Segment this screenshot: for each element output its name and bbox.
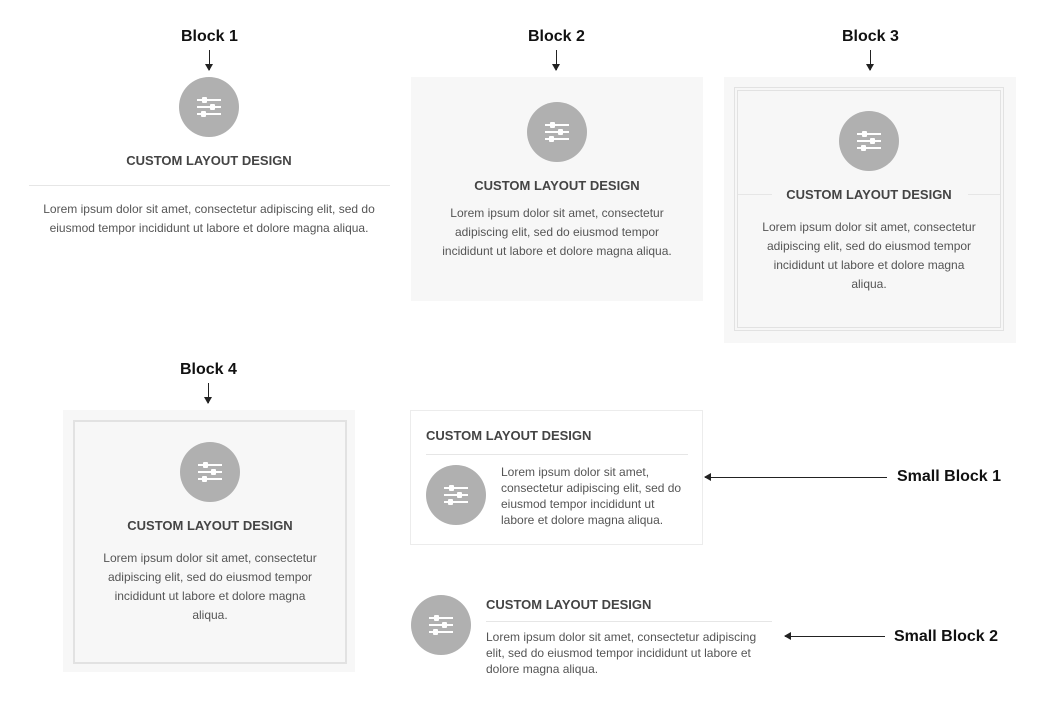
block-2-title: CUSTOM LAYOUT DESIGN: [474, 178, 640, 193]
block-1-title: CUSTOM LAYOUT DESIGN: [126, 153, 292, 168]
arrow-block-2: [552, 50, 560, 71]
label-block-2: Block 2: [528, 28, 585, 45]
sliders-icon: [180, 442, 240, 502]
small-block-1-divider: [426, 454, 688, 455]
arrow-small-block-2: [784, 632, 885, 640]
sliders-icon: [527, 102, 587, 162]
block-3-title: CUSTOM LAYOUT DESIGN: [786, 187, 952, 202]
small-block-1-title: CUSTOM LAYOUT DESIGN: [426, 428, 592, 443]
block-3: CUSTOM LAYOUT DESIGN Lorem ipsum dolor s…: [724, 77, 1016, 343]
block-4-text: Lorem ipsum dolor sit amet, consectetur …: [103, 551, 317, 622]
sliders-icon: [411, 595, 471, 655]
label-block-1: Block 1: [181, 28, 238, 45]
sliders-icon: [426, 465, 486, 525]
block-4-title: CUSTOM LAYOUT DESIGN: [127, 518, 293, 533]
block-1-text: Lorem ipsum dolor sit amet, consectetur …: [43, 202, 375, 235]
block-3-inner-frame: [737, 90, 1001, 328]
arrow-block-4: [204, 383, 212, 404]
label-small-block-2: Small Block 2: [894, 628, 999, 645]
small-block-2-divider: [486, 621, 772, 622]
small-block-1: CUSTOM LAYOUT DESIGN Lorem ipsum dolor s…: [410, 410, 703, 545]
sliders-icon: [839, 111, 899, 171]
arrow-block-3: [866, 50, 874, 71]
block-1-divider: [29, 185, 390, 186]
block-3-text: Lorem ipsum dolor sit amet, consectetur …: [762, 220, 976, 291]
block-4-frame: [73, 420, 347, 664]
arrow-block-1: [205, 50, 213, 71]
label-block-3: Block 3: [842, 28, 899, 45]
block-2-text: Lorem ipsum dolor sit amet, consectetur …: [442, 206, 672, 258]
block-4: CUSTOM LAYOUT DESIGN Lorem ipsum dolor s…: [63, 410, 355, 672]
sliders-icon: [179, 77, 239, 137]
label-block-4: Block 4: [180, 361, 237, 378]
small-block-2-title: CUSTOM LAYOUT DESIGN: [486, 597, 652, 612]
arrow-small-block-1: [704, 473, 887, 481]
block-3-divider-left: [738, 194, 772, 195]
block-3-frame: [734, 87, 1004, 331]
block-2: CUSTOM LAYOUT DESIGN Lorem ipsum dolor s…: [411, 77, 703, 301]
label-small-block-1: Small Block 1: [897, 468, 1002, 485]
small-block-2-text: Lorem ipsum dolor sit amet, consectetur …: [486, 630, 757, 676]
small-block-1-text: Lorem ipsum dolor sit amet, consectetur …: [501, 465, 682, 527]
block-3-divider-right: [968, 194, 1000, 195]
